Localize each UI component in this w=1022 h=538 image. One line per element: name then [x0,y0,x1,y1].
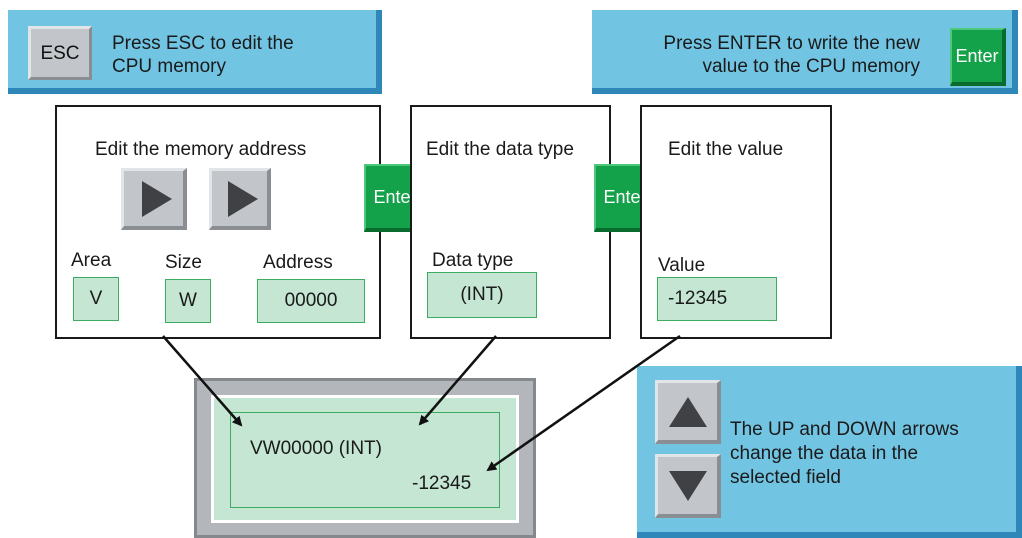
datatype-field[interactable]: (INT) [427,272,537,318]
value-field[interactable]: -12345 [657,277,777,321]
area-label: Area [71,250,112,271]
address-right-arrow-key-1[interactable] [121,168,187,230]
esc-callout-line1: Press ESC to edit the [112,33,294,54]
enter-callout-line1: Press ENTER to write the new [663,33,920,54]
size-field[interactable]: W [165,279,211,323]
right-arrow-icon [141,180,172,217]
value-label: Value [658,255,706,276]
enter-key-callout[interactable]: Enter [950,28,1006,86]
up-arrow-key[interactable] [655,380,721,444]
area-field[interactable]: V [73,277,119,321]
display-line1: VW00000 (INT) [250,438,382,459]
size-label: Size [165,252,202,273]
datatype-label: Data type [432,250,514,271]
value-panel: Edit the value Value -12345 [640,105,832,339]
arrows-callout-line1: The UP and DOWN arrows [730,419,959,440]
enter-callout-line2: value to the CPU memory [702,56,920,77]
arrows-callout-text: The UP and DOWN arrows change the data i… [730,418,959,490]
arrows-callout: The UP and DOWN arrows change the data i… [637,366,1022,538]
display-screen: VW00000 (INT) -12345 [211,395,519,523]
esc-callout: ESC Press ESC to edit the CPU memory [8,10,382,94]
datatype-panel-title: Edit the data type [426,139,574,160]
address-right-arrow-key-2[interactable] [209,168,271,230]
enter-callout-text: Press ENTER to write the new value to th… [663,32,920,78]
address-panel: Edit the memory address Area Size Addres… [55,105,381,339]
value-panel-title: Edit the value [668,139,784,160]
arrows-callout-line3: selected field [730,467,841,488]
address-label: Address [263,252,333,273]
enter-callout: Press ENTER to write the new value to th… [592,10,1018,94]
datatype-panel: Edit the data type Data type (INT) [410,105,611,339]
arrows-callout-line2: change the data in the [730,443,919,464]
address-field[interactable]: 00000 [257,279,365,323]
up-arrow-icon [668,396,707,427]
down-arrow-key[interactable] [655,454,721,518]
esc-key[interactable]: ESC [28,26,92,80]
display-device: VW00000 (INT) -12345 [194,378,536,538]
esc-callout-text: Press ESC to edit the CPU memory [112,32,294,78]
right-arrow-icon [227,180,258,217]
address-panel-title: Edit the memory address [95,139,307,160]
down-arrow-icon [668,470,707,501]
display-line2: -12345 [412,473,472,494]
esc-callout-line2: CPU memory [112,56,227,77]
